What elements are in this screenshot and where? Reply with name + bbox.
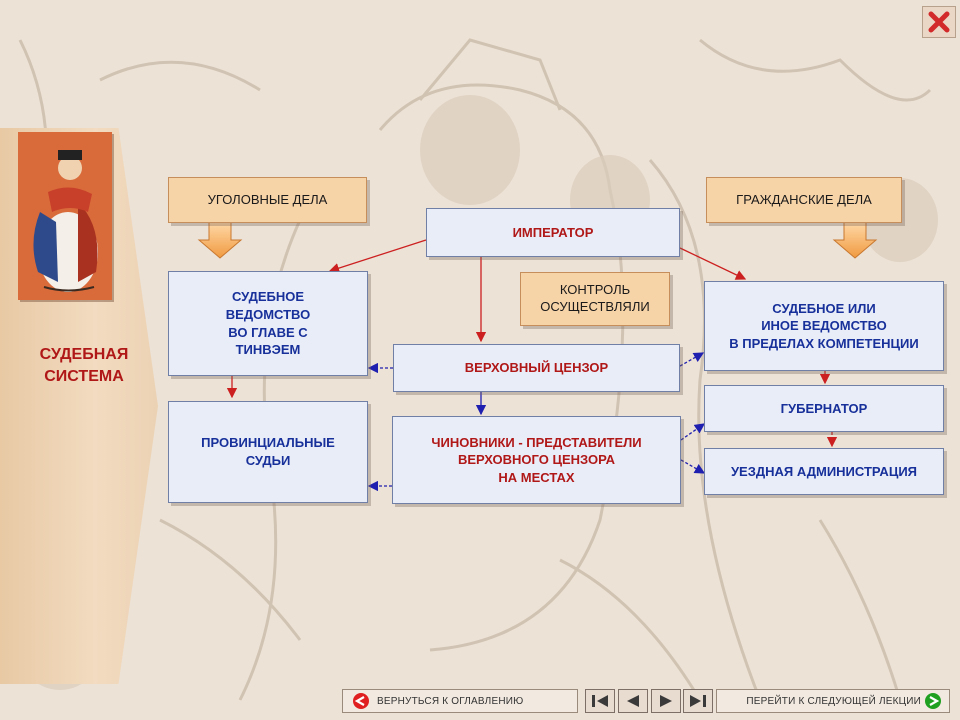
governor-box: ГУБЕРНАТОР (704, 385, 944, 432)
chinese-official-icon (18, 132, 112, 300)
portrait-image (18, 132, 112, 300)
back-arrow-icon (353, 693, 369, 709)
previous-slide-button[interactable] (618, 689, 648, 713)
previous-slide-icon (627, 695, 639, 707)
close-icon (928, 11, 950, 33)
last-slide-icon (690, 695, 706, 707)
next-lecture-label: ПЕРЕЙТИ К СЛЕДУЮЩЕЙ ЛЕКЦИИ (746, 695, 921, 707)
section-title: СУДЕБНАЯ СИСТЕМА (39, 346, 129, 385)
next-lecture-button[interactable]: ПЕРЕЙТИ К СЛЕДУЮЩЕЙ ЛЕКЦИИ (716, 689, 950, 713)
county-administration-box: УЕЗДНАЯ АДМИНИСТРАЦИЯ (704, 448, 944, 495)
emperor-box: ИМПЕРАТОР (426, 208, 680, 257)
navigation-bar: ВЕРНУТЬСЯ К ОГЛАВЛЕНИЮ ПЕРЕЙТИ К (0, 684, 960, 720)
back-to-contents-button[interactable]: ВЕРНУТЬСЯ К ОГЛАВЛЕНИЮ (342, 689, 578, 713)
supreme-censor-box: ВЕРХОВНЫЙ ЦЕНЗОР (393, 344, 680, 392)
last-slide-button[interactable] (683, 689, 713, 713)
criminal-cases-label: УГОЛОВНЫЕ ДЕЛА (168, 177, 367, 223)
first-slide-icon (592, 695, 608, 707)
next-slide-icon (660, 695, 672, 707)
judicial-department-box: СУДЕБНОЕ ВЕДОМСТВО ВО ГЛАВЕ С ТИНВЭЕМ (168, 271, 368, 376)
other-department-box: СУДЕБНОЕ ИЛИ ИНОЕ ВЕДОМСТВО В ПРЕДЕЛАХ К… (704, 281, 944, 371)
back-to-contents-label: ВЕРНУТЬСЯ К ОГЛАВЛЕНИЮ (377, 695, 524, 707)
censor-officials-box: ЧИНОВНИКИ - ПРЕДСТАВИТЕЛИ ВЕРХОВНОГО ЦЕН… (392, 416, 681, 504)
next-slide-button[interactable] (651, 689, 681, 713)
provincial-judges-box: ПРОВИНЦИАЛЬНЫЕ СУДЬИ (168, 401, 368, 503)
civil-cases-label: ГРАЖДАНСКИЕ ДЕЛА (706, 177, 902, 223)
forward-arrow-icon (925, 693, 941, 709)
first-slide-button[interactable] (585, 689, 615, 713)
control-label: КОНТРОЛЬ ОСУЩЕСТВЛЯЛИ (520, 272, 670, 326)
close-button[interactable] (922, 6, 956, 38)
